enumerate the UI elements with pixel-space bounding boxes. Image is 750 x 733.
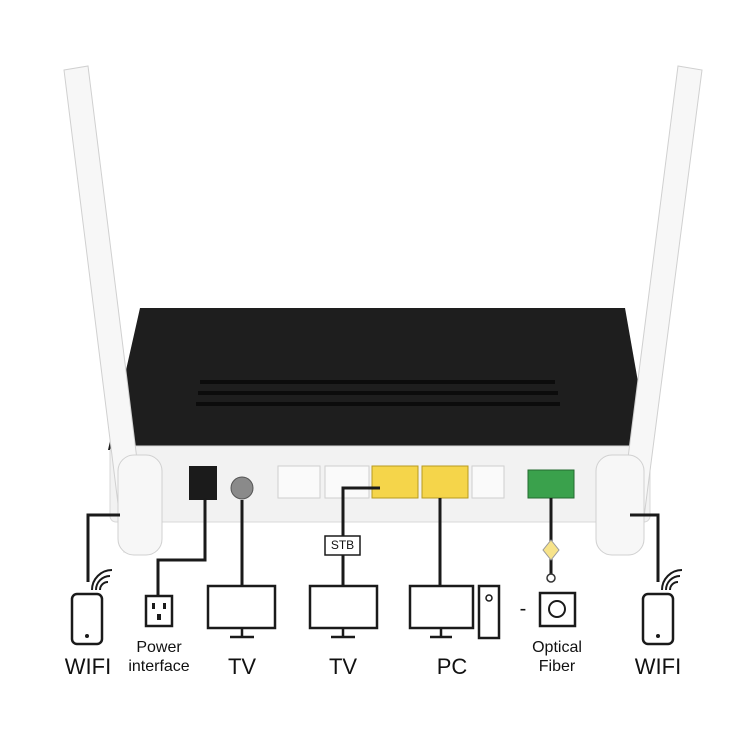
label-power-line2: interface (128, 658, 190, 675)
monitor-icon-tv-coax (206, 584, 277, 639)
device-vents (196, 380, 560, 406)
fiber-end-icon (546, 573, 556, 583)
stb-box (324, 535, 361, 556)
ont-device (108, 308, 651, 523)
power-port (189, 466, 217, 500)
lan-port-2 (421, 465, 469, 499)
label-optical-line1: Optical (532, 639, 582, 656)
label-stb: STB (330, 538, 355, 552)
device-top-cover (108, 308, 650, 450)
label-optical-dash: - (519, 598, 527, 620)
wifi-signal-icon-left (91, 569, 113, 591)
antenna-right (595, 65, 703, 556)
wifi-signal-icon-right (661, 569, 683, 591)
lan-port-1 (371, 465, 419, 499)
coax-port (230, 476, 254, 500)
pc-tower-icon (477, 584, 501, 640)
fiber-diamond-icon (542, 539, 560, 561)
socket-icon (144, 594, 174, 628)
label-tv-iptv: TV (328, 654, 358, 679)
pon-port (527, 469, 575, 499)
antenna-left (63, 65, 163, 556)
monitor-icon-pc (408, 584, 475, 639)
phone-icon-right (641, 592, 675, 646)
label-wifi-right: WIFI (634, 654, 682, 679)
label-wifi-left: WIFI (64, 654, 112, 679)
label-optical-line2: Fiber (538, 658, 576, 675)
connection-lines (86, 486, 660, 596)
monitor-icon-tv-iptv (308, 584, 379, 639)
label-power-line1: Power (136, 639, 182, 656)
fiber-connector-icon (538, 591, 577, 628)
label-pc: PC (436, 654, 468, 679)
label-tv-coax: TV (227, 654, 257, 679)
phone-icon-left (70, 592, 104, 646)
